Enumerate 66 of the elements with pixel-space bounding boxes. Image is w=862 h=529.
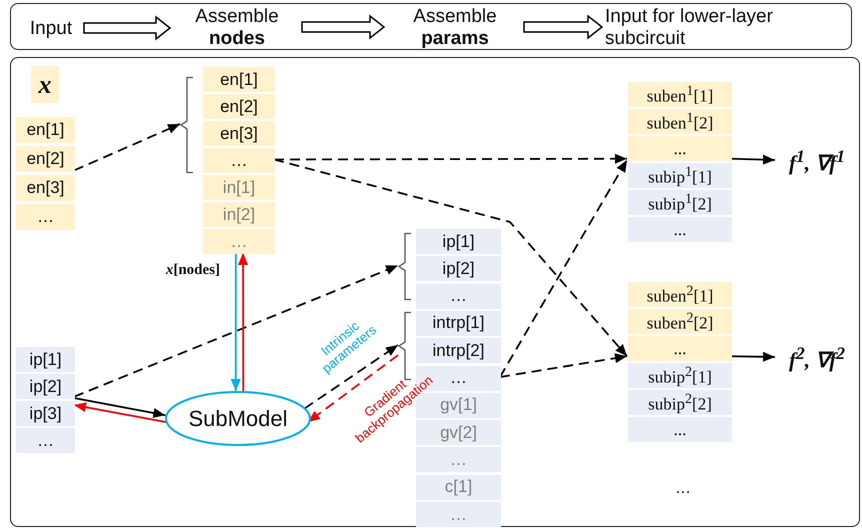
array-cell: ... <box>628 136 732 161</box>
array-cell: in[1] <box>203 175 275 200</box>
array-cell: ... <box>628 417 732 442</box>
stage-label: Input for lower-layer subcircuit <box>605 5 777 51</box>
bracket <box>181 77 193 173</box>
block-arrow <box>83 15 172 41</box>
array-cell: ip[1] <box>16 347 75 372</box>
block-arrow <box>523 14 604 40</box>
array-cell: en[3] <box>16 175 75 201</box>
block-arrow <box>301 14 386 40</box>
array-cell: suben$^{2}$[2] <box>628 309 732 334</box>
arrow <box>730 154 776 165</box>
dashed-arrow <box>274 158 628 357</box>
panel-frame <box>10 57 860 527</box>
array-cell: ip[1] <box>416 229 501 254</box>
array-cell: suben$^{1}$[2] <box>628 109 732 134</box>
dashed-arrow <box>274 154 627 164</box>
arrow <box>74 397 166 418</box>
array-cell: … <box>16 204 75 230</box>
array-cell: in[2] <box>203 202 275 227</box>
stage-label: Assemble nodes <box>173 5 301 51</box>
array-cell: en[1] <box>16 117 75 143</box>
ellipsis-text: … <box>674 480 692 498</box>
array-cell: en[3] <box>203 121 275 146</box>
stage-label: Assemble params <box>387 5 523 51</box>
panel-frame <box>10 3 852 50</box>
array-cell: intrp[1] <box>416 310 501 336</box>
array-cell: ip[2] <box>416 256 501 282</box>
array-cell: … <box>203 148 275 173</box>
array-cell: subip$^{2}$[2] <box>628 390 732 415</box>
array-cell: suben$^{2}$[1] <box>628 282 732 307</box>
array-cell: gv[2] <box>416 420 501 446</box>
array-cell: … <box>203 229 275 254</box>
array-cell: … <box>416 502 501 527</box>
array-cell: intrp[2] <box>416 338 501 364</box>
array-cell: suben$^{1}$[1] <box>628 82 732 107</box>
bracket <box>399 233 411 300</box>
dashed-arrow <box>304 344 398 410</box>
array-cell: ... <box>628 217 732 242</box>
arrow <box>238 253 248 392</box>
edge-label: x[nodes] <box>164 262 220 278</box>
array-cell: en[2] <box>16 146 75 172</box>
stage-label: Input <box>19 15 83 43</box>
dashed-arrow <box>499 160 628 378</box>
dashed-arrow <box>74 264 398 398</box>
array-cell: en[2] <box>203 94 275 119</box>
array-cell: en[1] <box>203 67 275 92</box>
array-cell: … <box>416 447 501 472</box>
arrow <box>730 352 776 362</box>
output-label: f$^{1}$, ∇f$^{1}$ <box>776 147 858 175</box>
array-cell: subip$^{1}$[2] <box>628 190 732 215</box>
arrow <box>74 402 166 423</box>
variable-header: x <box>31 66 59 103</box>
array-cell: ip[3] <box>16 401 75 426</box>
dashed-arrow <box>500 353 628 378</box>
output-label: f$^{2}$, ∇f$^{2}$ <box>776 344 858 372</box>
arrow <box>230 253 241 391</box>
submodel-ellipse: SubModel <box>165 391 311 446</box>
array-cell: … <box>16 428 75 453</box>
array-cell: subip$^{2}$[1] <box>628 363 732 388</box>
array-cell: … <box>416 284 501 309</box>
array-cell: ip[2] <box>16 374 75 399</box>
array-cell: ... <box>628 336 732 361</box>
array-cell: subip$^{1}$[1] <box>628 163 732 188</box>
dashed-arrow <box>74 123 180 172</box>
array-cell: c[1] <box>416 474 501 500</box>
